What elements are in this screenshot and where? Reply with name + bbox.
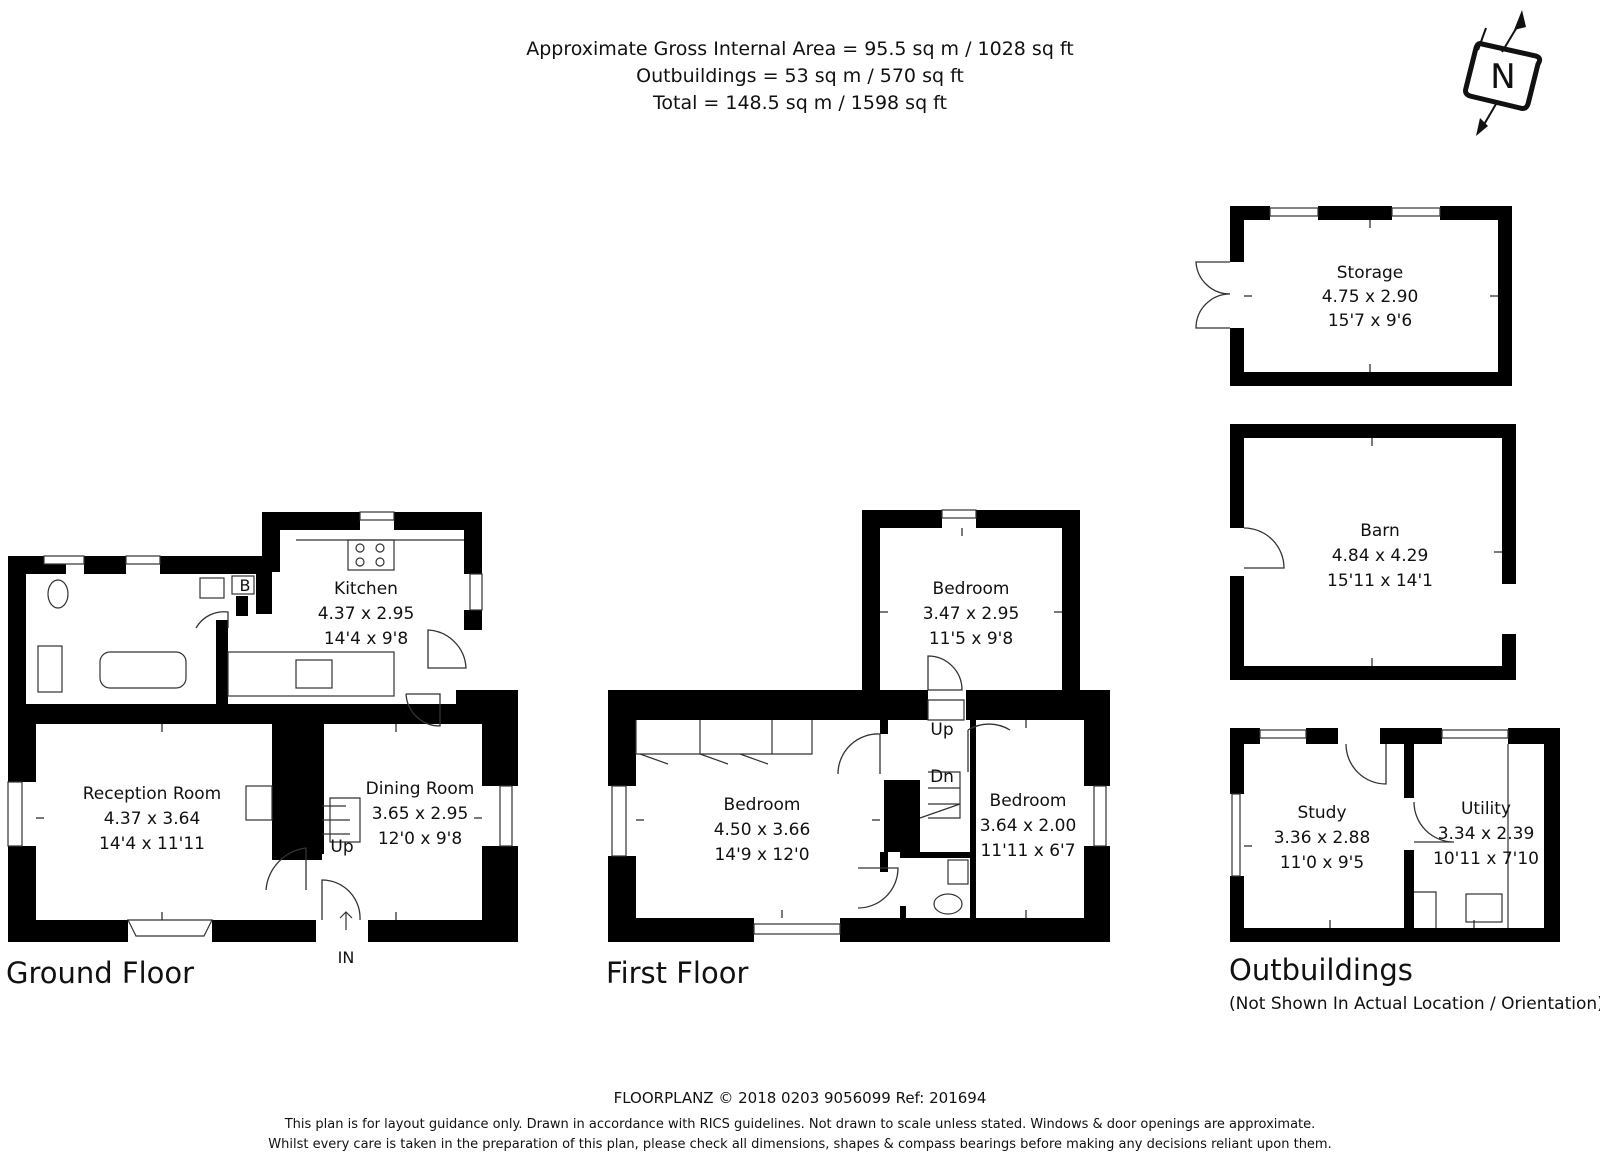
utility-name: Utility <box>1461 799 1511 819</box>
outbuildings-subtitle: (Not Shown In Actual Location / Orientat… <box>1229 994 1600 1014</box>
first-stairs-up-label: Up <box>930 720 953 740</box>
main-bedroom-imperial: 14'9 x 12'0 <box>714 845 809 865</box>
small-bedroom-metric: 3.64 x 2.00 <box>980 816 1077 836</box>
boiler-label: B <box>240 576 251 595</box>
kitchen-name: Kitchen <box>334 579 398 599</box>
company-line: FLOORPLANZ © 2018 0203 9056099 Ref: 2016… <box>614 1089 987 1107</box>
top-bedroom-metric: 3.47 x 2.95 <box>923 604 1020 624</box>
footer: FLOORPLANZ © 2018 0203 9056099 Ref: 2016… <box>268 1089 1331 1152</box>
study-name: Study <box>1297 803 1346 823</box>
storage-metric: 4.75 x 2.90 <box>1322 287 1419 307</box>
top-bedroom-name: Bedroom <box>933 579 1010 599</box>
storage-name: Storage <box>1337 263 1404 283</box>
barn-metric: 4.84 x 4.29 <box>1332 546 1429 566</box>
first-floor-title: First Floor <box>606 956 748 990</box>
outbuildings-area: Outbuildings = 53 sq m / 570 sq ft <box>636 65 964 87</box>
first-stairs-down-label: Dn <box>930 767 954 787</box>
first-floor-plan: Up Dn Bedroom 3.47 x 2.95 11'5 x 9'8 Bed… <box>606 509 1110 990</box>
dining-imperial: 12'0 x 9'8 <box>378 829 462 849</box>
study-metric: 3.36 x 2.88 <box>1274 828 1371 848</box>
total-area: Total = 148.5 sq m / 1598 sq ft <box>652 92 947 114</box>
barn-name: Barn <box>1360 521 1400 541</box>
top-bedroom-imperial: 11'5 x 9'8 <box>929 629 1013 649</box>
outbuildings-plan: Storage 4.75 x 2.90 15'7 x 9'6 Barn 4.84… <box>1195 206 1600 1014</box>
dining-name: Dining Room <box>366 779 475 799</box>
reception-imperial: 14'4 x 11'11 <box>99 834 205 854</box>
barn-imperial: 15'11 x 14'1 <box>1327 571 1433 591</box>
dining-metric: 3.65 x 2.95 <box>372 804 469 824</box>
compass-north-letter: N <box>1490 57 1515 97</box>
disclaimer-line-2: Whilst every care is taken in the prepar… <box>268 1137 1331 1152</box>
storage-imperial: 15'7 x 9'6 <box>1328 311 1412 331</box>
reception-metric: 4.37 x 3.64 <box>104 809 201 829</box>
ground-floor-title: Ground Floor <box>6 956 194 990</box>
entrance-label: IN <box>338 948 355 967</box>
main-bedroom-metric: 4.50 x 3.66 <box>714 820 811 840</box>
disclaimer-line-1: This plan is for layout guidance only. D… <box>284 1117 1316 1132</box>
small-bedroom-imperial: 11'11 x 6'7 <box>980 841 1075 861</box>
utility-metric: 3.34 x 2.39 <box>1438 824 1535 844</box>
ground-floor-plan: B IN Up Kitchen 4.37 x 2.95 14'4 x 9'8 R… <box>6 511 518 990</box>
kitchen-metric: 4.37 x 2.95 <box>318 604 415 624</box>
study-imperial: 11'0 x 9'5 <box>1280 853 1364 873</box>
gross-internal-area: Approximate Gross Internal Area = 95.5 s… <box>526 38 1074 60</box>
area-summary: Approximate Gross Internal Area = 95.5 s… <box>526 38 1074 114</box>
small-bedroom-name: Bedroom <box>990 791 1067 811</box>
utility-imperial: 10'11 x 7'10 <box>1433 849 1539 869</box>
ground-stairs-up-label: Up <box>330 837 353 857</box>
compass-icon: N <box>1463 10 1543 136</box>
kitchen-imperial: 14'4 x 9'8 <box>324 629 408 649</box>
outbuildings-title: Outbuildings <box>1229 953 1413 987</box>
reception-name: Reception Room <box>83 784 221 804</box>
main-bedroom-name: Bedroom <box>724 795 801 815</box>
